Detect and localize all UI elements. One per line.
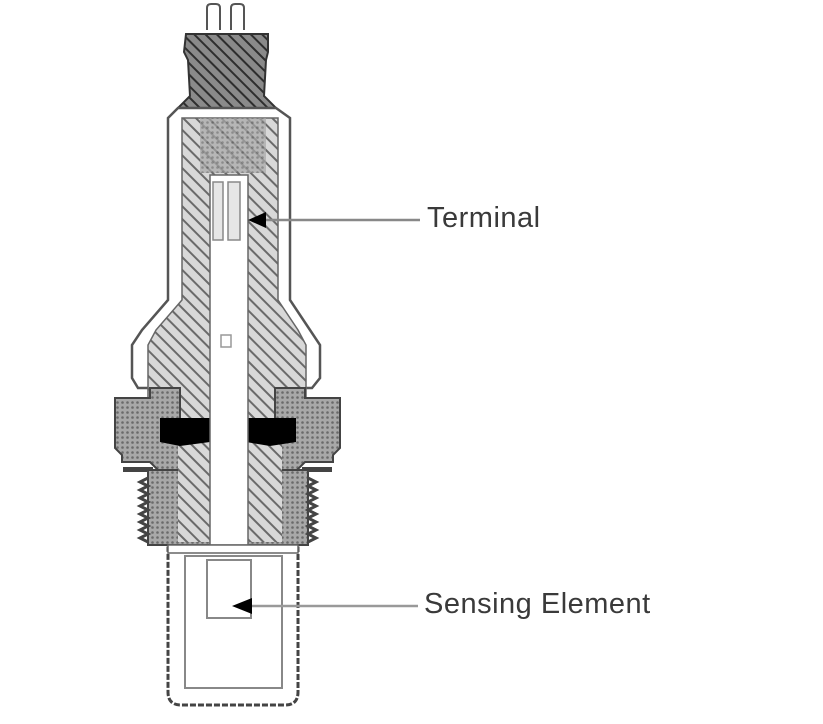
washer-right [302,467,332,472]
terminal-callout [248,212,420,228]
sensing-element-callout [232,598,418,614]
sensing-shield [166,544,300,707]
gasket-right [246,418,296,446]
crimp-area [200,118,266,173]
washer-left [123,467,153,472]
gasket-left [160,418,210,446]
terminal-label: Terminal [427,202,541,234]
connector-pins [206,3,245,30]
sensing-element-label: Sensing Element [424,588,651,620]
terminal-contact [212,181,241,241]
connector-cap [175,33,279,109]
bore-marker [220,334,232,348]
